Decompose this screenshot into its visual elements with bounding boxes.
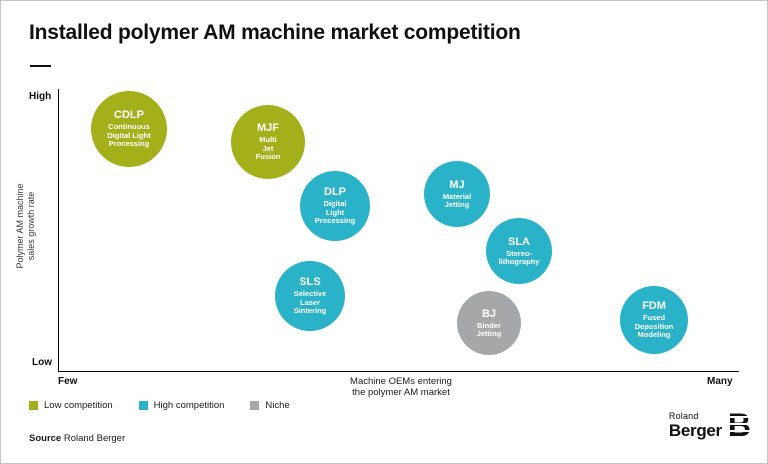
x-axis-max-label: Many [707,376,733,387]
source-line: Source Roland Berger [29,433,125,444]
bubble-code: MJ [449,178,465,191]
roland-berger-logo-text: Roland Berger [668,410,722,440]
legend-label: Niche [265,400,290,411]
bubble-name-line: Binder [477,320,501,330]
legend-item-niche: Niche [250,400,290,411]
bubble-code: MJF [257,122,279,135]
y-axis-min-label: Low [32,357,52,368]
bubble-name-line: Stereo- [506,248,532,258]
bubble-name-line: Modeling [637,330,671,340]
roland-berger-b-icon: B [727,407,751,443]
logo-berger-text: Berger [668,420,722,440]
y-axis-title: Polymer AM machine sales growth rate [15,151,39,301]
legend-swatch-icon [138,401,148,410]
bubble-name-line: Digital Light [107,130,151,140]
bubble-name-line: Processing [108,139,150,149]
bubble-name-line: Light [325,207,345,217]
bubble-code: BJ [481,307,497,320]
legend-item-low-competition: Low competition [29,400,113,411]
x-axis-title-line1: Machine OEMs entering [350,376,452,387]
page-title: Installed polymer AM machine market comp… [29,21,521,44]
bubble-name-line: Selective [293,289,327,299]
bubble-name-line: Fused [642,313,666,323]
bubble-name-line: Deposition [634,321,674,331]
chart-legend: Low competition High competition Niche [29,400,290,411]
bubble-name-line: lithography [498,257,540,266]
y-axis-max-label: High [29,91,52,102]
bubble-name-line: Continuous [108,122,150,132]
title-dash-rule [30,65,51,67]
roland-berger-logo: Roland Berger B [668,407,751,443]
bubble-name-line: Multi [259,135,277,145]
bubble-code: SLA [508,235,530,248]
bubble-name-line: Jet [262,143,274,153]
x-axis-title-line2: the polymer AM market [352,387,450,398]
x-axis-title: Machine OEMs entering the polymer AM mar… [301,376,501,398]
bubble-name-line: Processing [314,216,356,226]
x-axis-min-label: Few [58,376,78,387]
bubble-name-line: Laser [299,297,320,307]
legend-swatch-icon [250,401,260,410]
y-axis-title-line2: sales growth rate [26,191,36,261]
legend-swatch-icon [29,401,38,410]
bubble-name-line: Fusion [255,152,281,162]
bubble-code: DLP [324,186,346,199]
bubble-name-line: Material [442,191,472,201]
bubble-name-line: Jetting [476,329,502,338]
bubble-name-line: Jetting [444,200,470,209]
legend-label: High competition [153,400,225,411]
source-label: Source [29,433,62,444]
logo-roland-text: Roland [668,410,699,421]
y-axis-title-line1: Polymer AM machine [15,183,25,269]
legend-label: Low competition [44,400,113,411]
source-value: Roland Berger [63,433,126,444]
bubble-code: FDM [642,300,666,313]
bubble-code: CDLP [114,109,144,122]
bubble-name-line: Digital [323,199,347,209]
bubble-name-line: Sintering [293,306,327,316]
bubble-code: SLS [299,276,321,289]
legend-item-high-competition: High competition [138,400,225,411]
